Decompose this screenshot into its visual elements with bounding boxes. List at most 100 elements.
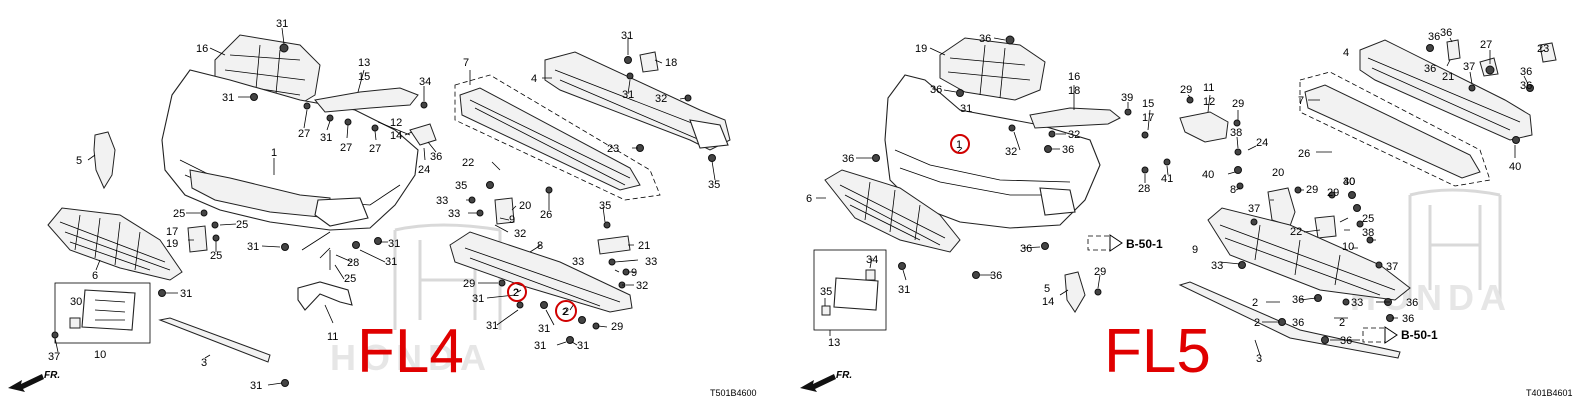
callout: 27 — [340, 142, 352, 154]
callout: 25 — [210, 250, 222, 262]
callout: 5 — [76, 155, 82, 167]
callout: 29 — [1180, 84, 1192, 96]
highlight-circle — [507, 282, 527, 302]
callout: 23 — [1537, 43, 1549, 55]
callout: 31 — [538, 323, 550, 335]
callout: 9 — [509, 214, 515, 226]
callout: 1 — [956, 139, 962, 151]
callout: 38 — [1362, 227, 1374, 239]
reference-label: B-50-1 — [1126, 237, 1163, 251]
callout: 17 — [1142, 112, 1154, 124]
callout: 21 — [638, 240, 650, 252]
callout: 31 — [222, 92, 234, 104]
reference-label: B-50-1 — [1401, 328, 1438, 342]
callout: 37 — [1248, 203, 1260, 215]
callout: 38 — [1230, 127, 1242, 139]
callout: 27 — [298, 128, 310, 140]
callout: 15 — [358, 71, 370, 83]
callout: 22 — [1290, 226, 1302, 238]
callout: 13 — [358, 57, 370, 69]
callout: 10 — [1342, 241, 1354, 253]
callout: 22 — [462, 157, 474, 169]
diagram-fl5: HONDA — [800, 27, 1573, 398]
callout: 12 — [1203, 96, 1215, 108]
callout: 25 — [1362, 213, 1374, 225]
diagram-title-fl5: FL5 — [1104, 317, 1211, 386]
callout: 30 — [1343, 176, 1355, 188]
callout: 29 — [1306, 184, 1318, 196]
callout: 33 — [645, 256, 657, 268]
callout: 4 — [531, 73, 537, 85]
honda-watermark-text: HONDA — [330, 337, 492, 378]
honda-watermark-logo: HONDA — [330, 223, 502, 378]
reference-b-50-1: B-50-1 — [1087, 234, 1163, 252]
part-13-15-upper-stay — [314, 87, 419, 113]
part-5-side-trim — [93, 131, 116, 190]
callout: 32 — [514, 228, 526, 240]
reference-b-50-1: B-50-1 — [1362, 326, 1438, 344]
callout: 8 — [1230, 184, 1236, 196]
callout: 2 — [1252, 297, 1258, 309]
callout: 31 — [247, 241, 259, 253]
callout: 31 — [577, 340, 589, 352]
callout: 9 — [1192, 244, 1198, 256]
callout: 35 — [599, 200, 611, 212]
callout: 40 — [1509, 161, 1521, 173]
highlight-circle — [950, 134, 970, 154]
callout: 8 — [537, 240, 543, 252]
callout: 39 — [1121, 92, 1133, 104]
callouts-fl5: 19 36 31 36 16 18 32 36 39 15 17 29 11 1… — [806, 27, 1549, 365]
callout: 35 — [708, 179, 720, 191]
callout: 19 — [166, 238, 178, 250]
callout: 20 — [1272, 167, 1284, 179]
fasteners-fl5 — [872, 35, 1534, 344]
callout: 11 — [1203, 82, 1214, 94]
callout: 31 — [276, 18, 288, 30]
callout: 31 — [622, 89, 634, 101]
callout: 33 — [572, 256, 584, 268]
diagram-fl4: HONDA — [8, 18, 757, 398]
diagram-code-fl5: T401B4601 — [1526, 388, 1573, 398]
callout: 1 — [271, 147, 277, 159]
callout: 31 — [320, 132, 332, 144]
callout: 2 — [1339, 317, 1345, 329]
callout: 32 — [1068, 129, 1080, 141]
callout: 16 — [196, 43, 208, 55]
callout: 36 — [1402, 313, 1414, 325]
callout: 32 — [655, 93, 667, 105]
callout: 33 — [436, 195, 448, 207]
honda-watermark-logo: HONDA — [1350, 188, 1506, 318]
callout: 31 — [898, 284, 910, 296]
front-direction-label: FR. — [836, 370, 852, 381]
callouts-fl4: 31 16 31 27 13 15 34 31 27 27 12 14 36 2… — [48, 18, 720, 392]
callout: 12 — [390, 117, 402, 129]
callout: 27 — [1480, 39, 1492, 51]
callout: 34 — [866, 254, 878, 266]
callout: 31 — [486, 320, 498, 332]
callout: 29 — [1094, 266, 1106, 278]
callout: 20 — [519, 200, 531, 212]
callout: 29 — [1327, 187, 1339, 199]
callout: 18 — [1068, 85, 1080, 97]
callout: 36 — [1440, 27, 1452, 39]
front-direction-label: FR. — [44, 370, 60, 381]
leader-lines-fl5 — [816, 37, 1546, 356]
callout: 34 — [419, 76, 431, 88]
callout: 31 — [472, 293, 484, 305]
callout: 25 — [173, 208, 185, 220]
part-8-lower-absorber — [449, 231, 633, 313]
callout: 33 — [1351, 297, 1363, 309]
callout: 18 — [665, 57, 677, 69]
callout: 40 — [1343, 176, 1355, 188]
callout: 7 — [1298, 95, 1304, 107]
callout: 24 — [1256, 137, 1268, 149]
callout: 26 — [540, 209, 552, 221]
callout: 37 — [48, 351, 60, 363]
callout: 31 — [960, 103, 972, 115]
callout: 37 — [1463, 61, 1475, 73]
callout: 26 — [1298, 148, 1310, 160]
callout: 36 — [1520, 80, 1532, 92]
callout: 31 — [250, 380, 262, 392]
callout: 14 — [1042, 296, 1054, 308]
callout: 3 — [1256, 353, 1262, 365]
